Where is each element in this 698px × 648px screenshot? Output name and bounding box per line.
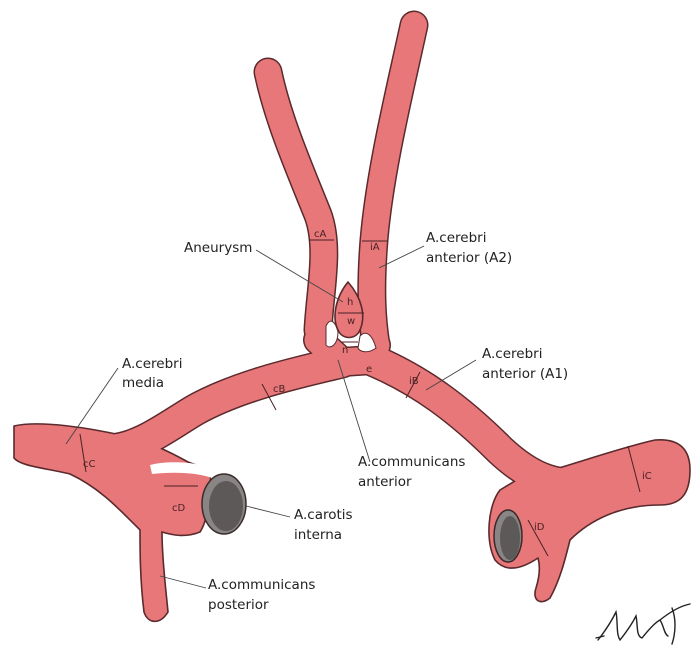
label-cC: cC — [83, 459, 95, 470]
label-a2-line1: A.cerebri — [426, 230, 486, 246]
label-w: w — [347, 316, 355, 327]
label-pcom-line1: A.communicans — [208, 577, 315, 593]
label-cA: cA — [314, 229, 326, 240]
label-iD: iD — [534, 522, 545, 533]
label-iA: iA — [370, 242, 380, 253]
label-iC: iC — [642, 471, 652, 482]
label-pcom-line2: posterior — [208, 597, 269, 613]
label-carotis-line2: interna — [294, 527, 342, 543]
artist-signature — [596, 604, 690, 644]
label-a2-line2: anterior (A2) — [426, 250, 512, 266]
label-acom-line1: A.communicans — [358, 454, 465, 470]
label-n: n — [342, 345, 348, 356]
label-e: e — [366, 364, 372, 375]
label-h: h — [347, 297, 353, 308]
label-aneurysm: Aneurysm — [184, 240, 252, 256]
leader-lines — [66, 246, 476, 588]
label-a1-line1: A.cerebri — [482, 346, 542, 362]
label-acom-line2: anterior — [358, 474, 412, 490]
label-media-line1: A.cerebri — [122, 356, 182, 372]
right-ica-lumen — [494, 510, 522, 562]
label-cD: cD — [172, 503, 185, 514]
label-media-line2: media — [122, 375, 164, 391]
left-ica-lumen — [202, 474, 246, 534]
label-carotis-line1: A.carotis — [294, 507, 353, 523]
label-iB: iB — [409, 376, 419, 387]
label-cB: cB — [273, 384, 285, 395]
label-a1-line2: anterior (A1) — [482, 366, 568, 382]
